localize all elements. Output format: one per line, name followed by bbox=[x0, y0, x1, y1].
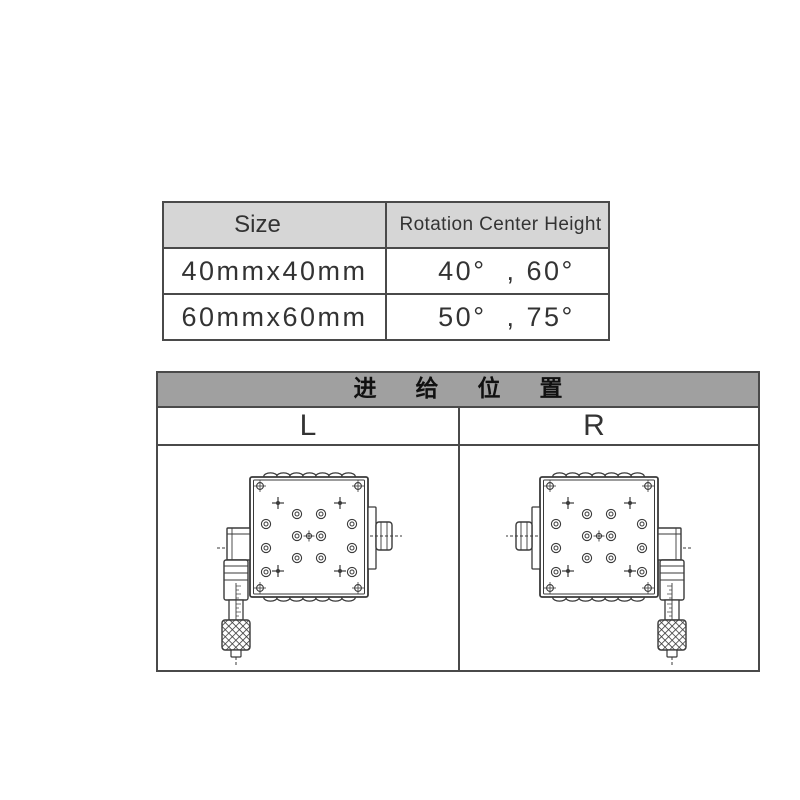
size-cell: 60mmx60mm bbox=[162, 293, 387, 341]
size-header: Size bbox=[162, 201, 387, 249]
rotation-center-height-header: Rotation Center Height bbox=[385, 201, 610, 249]
spec-table-head: Size Rotation Center Height bbox=[162, 201, 610, 249]
spec-table-header-row: Size Rotation Center Height bbox=[162, 201, 610, 249]
spec-table-body: 40mmx40mm 40° , 60° 60mmx60mm 50° , 75° bbox=[162, 247, 610, 341]
column-label-r: R bbox=[460, 408, 758, 446]
rotation-center-height-cell: 40° , 60° bbox=[385, 247, 610, 295]
column-divider bbox=[458, 408, 460, 670]
spec-table: Size Rotation Center Height 40mmx40mm 40… bbox=[162, 201, 610, 341]
feed-position-title: 进给位置 bbox=[158, 373, 758, 408]
rotation-center-height-cell: 50° , 75° bbox=[385, 293, 610, 341]
size-cell: 40mmx40mm bbox=[162, 247, 387, 295]
column-label-l: L bbox=[158, 408, 458, 446]
table-row: 40mmx40mm 40° , 60° bbox=[162, 247, 610, 295]
table-row: 60mmx60mm 50° , 75° bbox=[162, 293, 610, 341]
feed-position-table: 进给位置 L R bbox=[156, 371, 760, 672]
